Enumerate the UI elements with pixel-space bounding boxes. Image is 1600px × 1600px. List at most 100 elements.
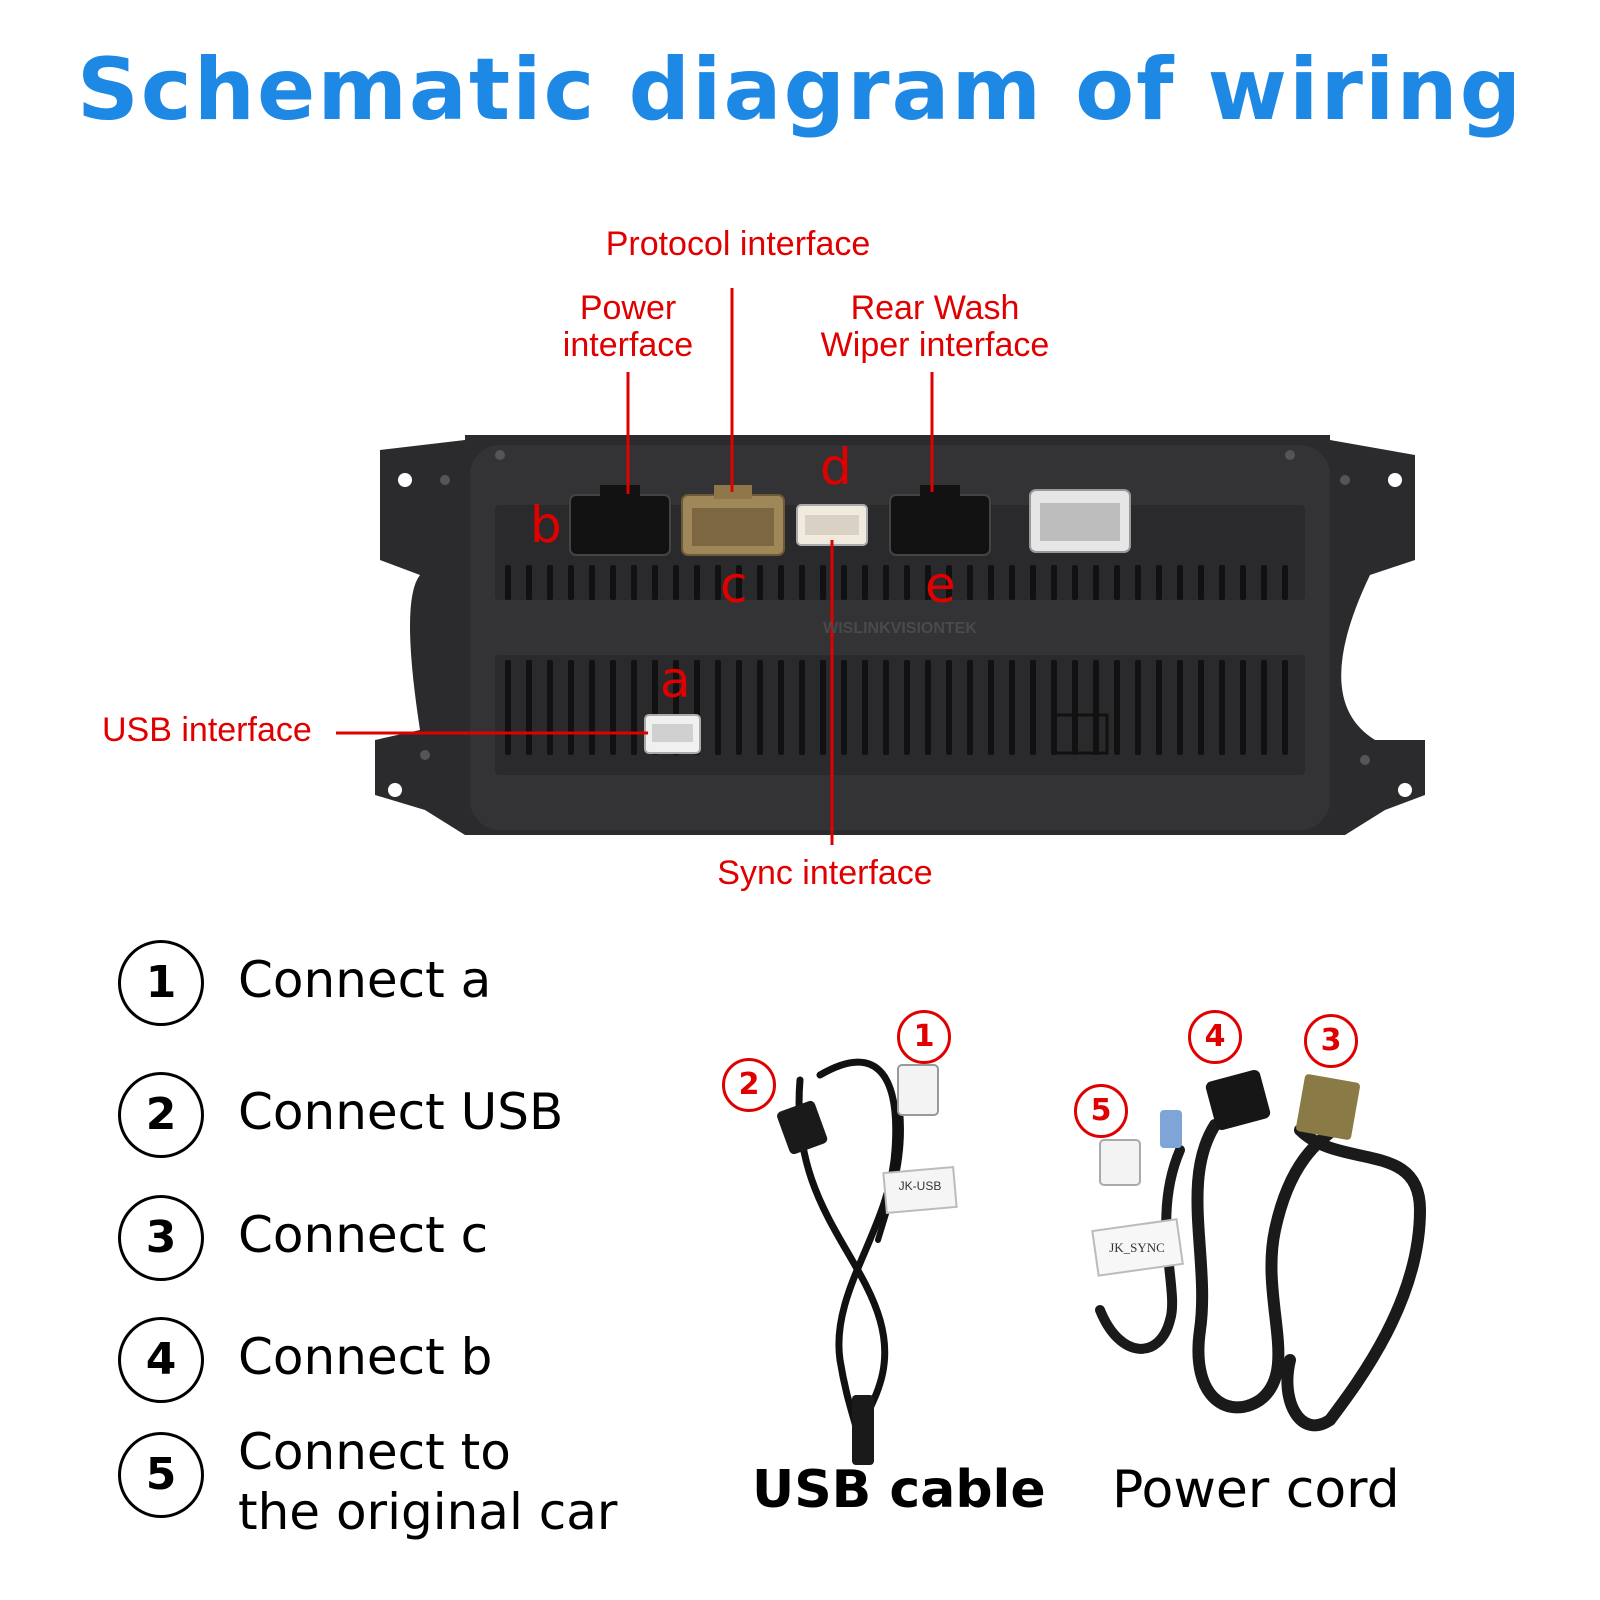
letter-c: c bbox=[720, 556, 748, 614]
vent-slot bbox=[1114, 660, 1120, 755]
vent-slot bbox=[799, 660, 805, 755]
vent-slot bbox=[631, 660, 637, 755]
vent-slot bbox=[526, 565, 532, 600]
connector-d bbox=[796, 504, 868, 546]
vent-slot bbox=[631, 565, 637, 600]
vent-slot bbox=[925, 565, 931, 600]
vent-slot bbox=[505, 660, 511, 755]
usb-cable-image: JK-USB bbox=[777, 1058, 958, 1465]
vent-slot bbox=[841, 660, 847, 755]
step-text: Connect a bbox=[238, 951, 492, 1009]
vent-slot bbox=[1219, 660, 1225, 755]
brand-label: WISLINKVISIONTEK bbox=[823, 620, 977, 637]
vent-slot bbox=[1177, 565, 1183, 600]
vent-slot bbox=[1261, 565, 1267, 600]
letter-e: e bbox=[925, 556, 956, 614]
vent-slot bbox=[946, 660, 952, 755]
connector-b bbox=[569, 485, 671, 556]
vent-slot bbox=[694, 565, 700, 600]
vent-slot bbox=[1009, 565, 1015, 600]
connector-c bbox=[681, 485, 785, 556]
power-cord-caption: Power cord bbox=[1112, 1460, 1400, 1520]
cable-badge-5: 5 bbox=[1074, 1084, 1128, 1138]
step-number: 3 bbox=[118, 1195, 204, 1281]
vent-slot bbox=[547, 660, 553, 755]
vent-slot bbox=[736, 565, 742, 600]
vent-slot bbox=[505, 565, 511, 600]
vent-slot bbox=[1051, 565, 1057, 600]
vent-slot bbox=[547, 565, 553, 600]
vent-slot bbox=[1198, 565, 1204, 600]
vent-slot bbox=[1240, 565, 1246, 600]
vent-slot bbox=[1282, 565, 1288, 600]
vent-slot bbox=[1156, 660, 1162, 755]
cable-badge-1: 1 bbox=[897, 1010, 951, 1064]
vent-slot bbox=[673, 565, 679, 600]
cable-badge-4: 4 bbox=[1188, 1010, 1242, 1064]
vent-slot bbox=[1261, 660, 1267, 755]
vent-slot bbox=[652, 565, 658, 600]
letter-d: d bbox=[820, 438, 852, 496]
step-text-line2: the original car bbox=[238, 1483, 618, 1541]
vent-slot bbox=[1072, 660, 1078, 755]
vent-slot bbox=[715, 565, 721, 600]
power-interface-label-line2: interface bbox=[562, 326, 694, 364]
vent-slot bbox=[1240, 660, 1246, 755]
connector-a bbox=[644, 714, 701, 754]
connector-e bbox=[889, 485, 991, 556]
vent-slot bbox=[904, 565, 910, 600]
vent-slot bbox=[820, 660, 826, 755]
vent-slot bbox=[736, 660, 742, 755]
vent-slot bbox=[1009, 660, 1015, 755]
instrument-cluster-device bbox=[375, 435, 1425, 835]
vent-slot bbox=[988, 660, 994, 755]
sync-interface-label: Sync interface bbox=[717, 854, 933, 892]
vent-slot bbox=[988, 565, 994, 600]
vent-slot bbox=[1030, 660, 1036, 755]
vent-slot bbox=[1114, 565, 1120, 600]
rear-wash-label-line1: Rear Wash bbox=[850, 289, 1020, 327]
step-text: Connect c bbox=[238, 1206, 489, 1264]
vent-slot bbox=[841, 565, 847, 600]
vent-slot bbox=[967, 660, 973, 755]
step-number: 2 bbox=[118, 1072, 204, 1158]
vent-slot bbox=[1219, 565, 1225, 600]
vent-slot bbox=[1030, 565, 1036, 600]
cable-badge-3: 3 bbox=[1304, 1014, 1358, 1068]
vent-slot bbox=[568, 565, 574, 600]
vent-slot bbox=[862, 565, 868, 600]
usb-cable-tag: JK-USB bbox=[899, 1179, 942, 1193]
vent-slot bbox=[904, 660, 910, 755]
vent-slot bbox=[757, 660, 763, 755]
vent-slot bbox=[799, 565, 805, 600]
vent-slot bbox=[862, 660, 868, 755]
rear-wash-label-line2: Wiper interface bbox=[820, 326, 1050, 364]
connector-unlabeled-white bbox=[1029, 489, 1131, 553]
vent-slot bbox=[610, 660, 616, 755]
usb-cable-caption: USB cable bbox=[752, 1460, 1046, 1520]
vent-slot bbox=[967, 565, 973, 600]
step-number: 1 bbox=[118, 940, 204, 1026]
letter-b: b bbox=[530, 496, 562, 554]
power-interface-label-line1: Power bbox=[579, 289, 677, 327]
page-title: Schematic diagram of wiring bbox=[76, 40, 1524, 140]
vent-slot bbox=[883, 565, 889, 600]
step-text: Connect to bbox=[238, 1423, 511, 1481]
vent-slot bbox=[1135, 660, 1141, 755]
step-number: 5 bbox=[118, 1432, 204, 1518]
vent-slot bbox=[1093, 565, 1099, 600]
vent-slot bbox=[526, 660, 532, 755]
leader-lines bbox=[336, 288, 934, 845]
vent-slot bbox=[757, 565, 763, 600]
vent-slot bbox=[1177, 660, 1183, 755]
vent-slot bbox=[589, 565, 595, 600]
protocol-interface-label: Protocol interface bbox=[605, 225, 871, 263]
vent-slot bbox=[1135, 565, 1141, 600]
vent-slot bbox=[568, 660, 574, 755]
cable-badge-2: 2 bbox=[722, 1058, 776, 1112]
step-text: Connect b bbox=[238, 1328, 493, 1386]
usb-interface-label: USB interface bbox=[102, 711, 312, 749]
vent-slot bbox=[1156, 565, 1162, 600]
vent-slot bbox=[1282, 660, 1288, 755]
